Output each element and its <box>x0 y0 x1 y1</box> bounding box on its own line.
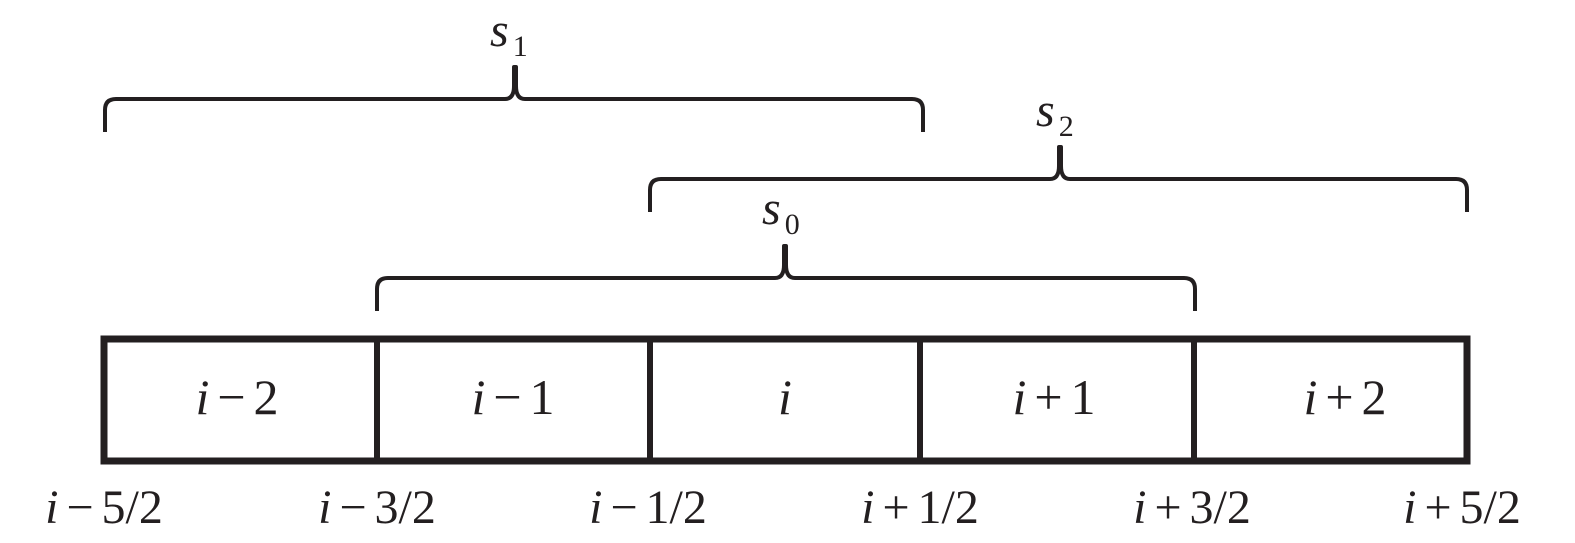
cell-label-i-plus-1: i+1 <box>1012 369 1095 425</box>
interface-variable: i <box>45 481 58 534</box>
cell-offset: 2 <box>254 369 279 425</box>
interface-operator: − <box>610 481 637 534</box>
cell-operator: − <box>217 369 245 425</box>
stencil-s2-subscript: 2 <box>1059 110 1074 143</box>
cell-label-i: i <box>778 369 792 425</box>
stencil-s1-letter: s <box>490 4 509 57</box>
cell-operator: − <box>493 369 521 425</box>
interface-label-i-plus-1-2: i+1/2 <box>861 481 979 534</box>
interface-operator: + <box>1424 481 1451 534</box>
cell-strip: i−2 i−1 i i+1 i+2 <box>100 335 1471 465</box>
cell-label-i-minus-1: i−1 <box>471 369 554 425</box>
cell-offset: 1 <box>1071 369 1096 425</box>
stencil-s2-brace <box>648 145 1469 212</box>
cell-operator: + <box>1034 369 1062 425</box>
interface-offset: 3/2 <box>1190 481 1251 534</box>
stencil-s2-letter: s <box>1036 84 1055 137</box>
stencil-s1-subscript: 1 <box>513 30 528 63</box>
interface-operator: − <box>66 481 93 534</box>
stencil-s0-brace <box>375 244 1197 311</box>
cell-strip-outline <box>100 335 1471 465</box>
interface-offset: 5/2 <box>1460 481 1521 534</box>
stencil-s0-subscript: 0 <box>785 208 800 241</box>
interface-offset: 3/2 <box>375 481 436 534</box>
interface-variable: i <box>589 481 602 534</box>
cell-variable: i <box>195 369 209 425</box>
interface-label-i-minus-3-2: i−3/2 <box>318 481 436 534</box>
interface-variable: i <box>318 481 331 534</box>
cell-variable: i <box>778 369 792 425</box>
cell-variable: i <box>471 369 485 425</box>
cell-variable: i <box>1303 369 1317 425</box>
interface-label-i-minus-5-2: i−5/2 <box>45 481 163 534</box>
interface-operator: + <box>1154 481 1181 534</box>
interface-label-i-minus-1-2: i−1/2 <box>589 481 707 534</box>
interface-variable: i <box>1403 481 1416 534</box>
stencil-s0-letter: s <box>762 182 781 235</box>
interface-offset: 1/2 <box>918 481 979 534</box>
interface-operator: + <box>882 481 909 534</box>
cell-label-i-minus-2: i−2 <box>195 369 278 425</box>
interface-offset: 1/2 <box>646 481 707 534</box>
cell-variable: i <box>1012 369 1026 425</box>
cell-operator: + <box>1325 369 1353 425</box>
interface-variable: i <box>1133 481 1146 534</box>
interface-offset: 5/2 <box>102 481 163 534</box>
interface-variable: i <box>861 481 874 534</box>
cell-offset: 1 <box>530 369 555 425</box>
interface-label-i-plus-3-2: i+3/2 <box>1133 481 1251 534</box>
cell-label-i-plus-2: i+2 <box>1303 369 1386 425</box>
cell-offset: 2 <box>1362 369 1387 425</box>
interface-operator: − <box>339 481 366 534</box>
interface-label-i-plus-5-2: i+5/2 <box>1403 481 1521 534</box>
stencil-s1-brace <box>103 65 925 132</box>
interface-labels: i−5/2 i−3/2 i−1/2 i+1/2 i+3/2 i+5/2 <box>45 481 1521 534</box>
